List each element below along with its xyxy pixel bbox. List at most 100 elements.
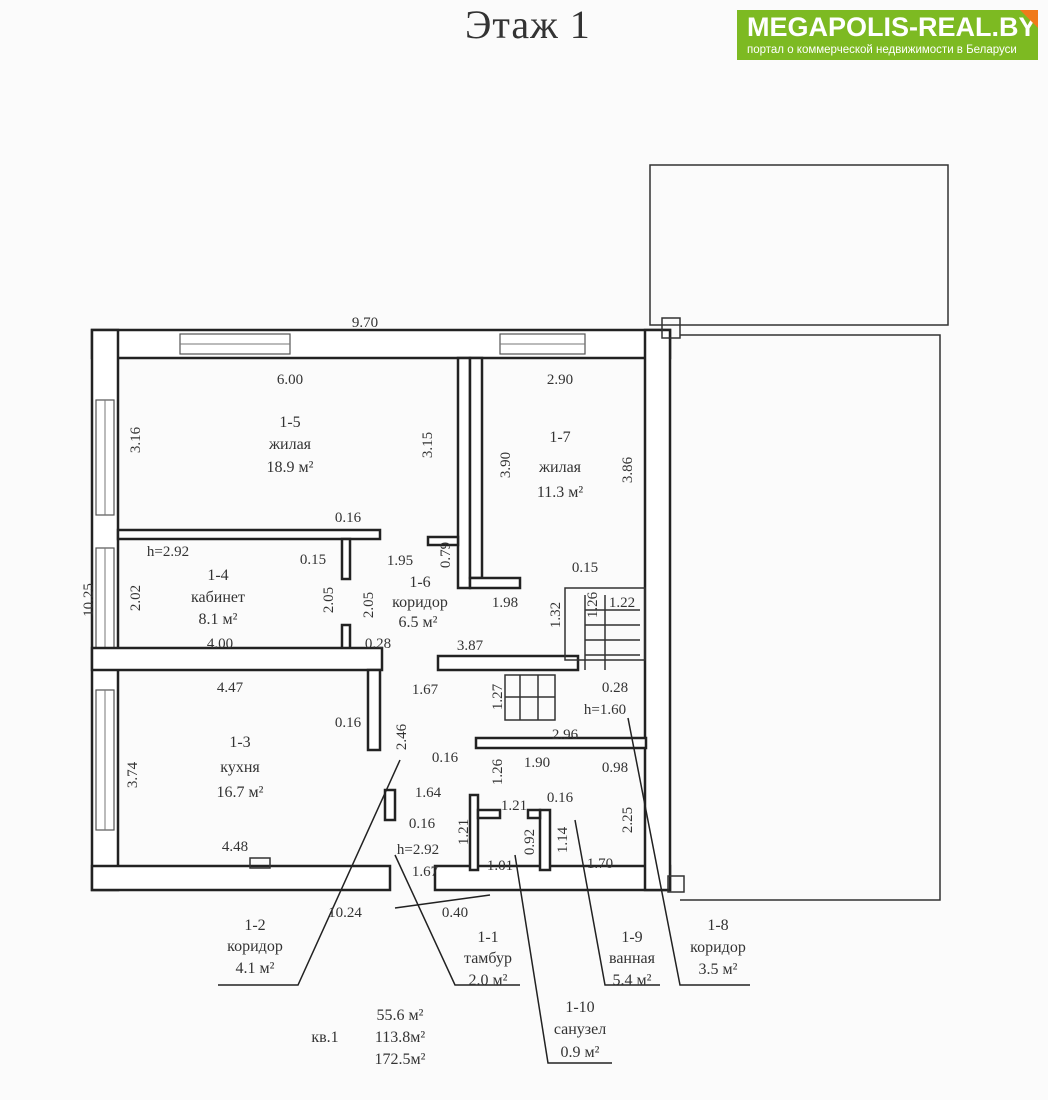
room-name: жилая <box>538 459 582 476</box>
unit-area: 55.6 м² <box>377 1007 424 1024</box>
dim-label: 3.16 <box>128 426 144 453</box>
dim-label: 0.15 <box>300 552 326 568</box>
annex-upper <box>649 164 949 326</box>
room-1-2: 1-2 коридор 4.1 м² <box>227 917 283 977</box>
room-area: 2.0 м² <box>469 972 508 989</box>
logo-brand: MEGAPOLIS-REAL.BY <box>747 12 1037 42</box>
dim-label: 9.70 <box>352 315 378 331</box>
dim-label: 1.67 <box>412 682 439 698</box>
room-id: 1-3 <box>229 734 250 751</box>
room-name: санузел <box>554 1021 606 1038</box>
room-id: 1-6 <box>409 574 430 591</box>
room-id: 1-2 <box>244 917 265 934</box>
dim-label: 1.70 <box>587 856 613 872</box>
room-area: 0.9 м² <box>561 1044 600 1061</box>
dim-label: 1.26 <box>490 758 506 785</box>
dim-label: 0.16 <box>335 510 362 526</box>
room-1-4: 1-4 кабинет 8.1 м² <box>191 567 245 628</box>
dim-label: 0.40 <box>442 905 468 921</box>
room-id: 1-4 <box>207 567 228 584</box>
megapolis-logo[interactable]: MEGAPOLIS-REAL.BY портал о коммерческой … <box>737 10 1038 60</box>
dim-label: 0.28 <box>365 636 391 652</box>
dim-label: 1.27 <box>490 683 506 710</box>
dim-label: h=1.60 <box>584 702 626 718</box>
room-id: 1-7 <box>549 429 570 446</box>
dim-label: 0.79 <box>438 542 454 568</box>
dim-label: 2.46 <box>394 723 410 750</box>
room-area: 4.1 м² <box>236 960 275 977</box>
unit-area: 172.5м² <box>375 1051 426 1068</box>
unit-label: кв.1 <box>311 1029 338 1046</box>
dim-label: 4.47 <box>217 680 244 696</box>
room-id: 1-8 <box>707 917 728 934</box>
dim-label: 2.05 <box>361 592 377 618</box>
room-name: коридор <box>392 594 448 611</box>
dim-label: 1.95 <box>387 553 413 569</box>
dim-label: 2.25 <box>620 807 636 833</box>
room-area: 6.5 м² <box>399 614 438 631</box>
room-name: тамбур <box>464 950 512 967</box>
room-name: кабинет <box>191 589 245 606</box>
logo-tagline: портал о коммерческой недвижимости в Бел… <box>747 44 1017 56</box>
floor-title: Этаж 1 <box>465 2 591 47</box>
room-area: 3.5 м² <box>699 961 738 978</box>
dim-label: 1.26 <box>585 591 601 618</box>
outer-walls <box>90 317 685 893</box>
room-id: 1-9 <box>621 929 642 946</box>
room-name: жилая <box>268 436 312 453</box>
dim-label: 0.16 <box>409 816 436 832</box>
dim-label: 1.14 <box>555 826 571 853</box>
room-name: ванная <box>609 950 656 967</box>
dim-label: 0.16 <box>547 790 574 806</box>
dim-label: 3.86 <box>620 456 636 483</box>
dim-label: 0.92 <box>522 829 538 855</box>
dim-label: 1.32 <box>548 602 564 628</box>
room-area: 8.1 м² <box>199 611 238 628</box>
dim-label: 2.96 <box>552 727 579 743</box>
room-area: 18.9 м² <box>267 459 314 476</box>
dim-label: h=2.92 <box>397 842 439 858</box>
room-1-3: 1-3 кухня 16.7 м² <box>217 734 264 801</box>
room-1-8: 1-8 коридор 3.5 м² <box>690 917 746 978</box>
dim-label: 4.00 <box>207 636 233 652</box>
dim-label: 1.01 <box>487 858 513 874</box>
room-name: коридор <box>690 939 746 956</box>
dim-label: 2.02 <box>128 585 144 611</box>
room-id: 1-1 <box>477 929 498 946</box>
dim-label: 3.87 <box>457 638 484 654</box>
dim-label: 0.98 <box>602 760 628 776</box>
room-area: 5.4 м² <box>613 972 652 989</box>
dim-label: 3.90 <box>498 452 514 478</box>
dim-label: 0.16 <box>335 715 362 731</box>
room-id: 1-5 <box>279 414 300 431</box>
dim-label: 1.67 <box>412 864 439 880</box>
room-1-5: 1-5 жилая 18.9 м² <box>267 414 314 476</box>
dim-label: 0.15 <box>572 560 598 576</box>
unit-area: 113.8м² <box>375 1029 426 1046</box>
dim-label: 0.16 <box>432 750 459 766</box>
room-name: коридор <box>227 938 283 955</box>
dim-label: 3.15 <box>420 432 436 458</box>
dim-label: 0.28 <box>602 680 628 696</box>
logo-corner-icon <box>1020 10 1038 28</box>
room-name: кухня <box>220 759 260 776</box>
room-area: 11.3 м² <box>537 484 584 501</box>
dim-label: 2.90 <box>547 372 573 388</box>
dim-label: 10.25 <box>81 583 97 617</box>
dim-label: h=2.92 <box>147 544 189 560</box>
inner-walls <box>90 356 648 872</box>
unit-totals: кв.1 55.6 м² 113.8м² 172.5м² <box>311 1007 425 1068</box>
dim-label: 2.05 <box>321 587 337 613</box>
annex-lower <box>680 334 941 901</box>
dim-label: 1.22 <box>609 595 635 611</box>
dim-label: 1.98 <box>492 595 518 611</box>
dim-label: 4.48 <box>222 839 248 855</box>
leader-lines <box>218 717 750 1064</box>
room-1-6: 1-6 коридор 6.5 м² <box>392 574 448 631</box>
dim-label: 1.90 <box>524 755 550 771</box>
room-1-7: 1-7 жилая 11.3 м² <box>537 429 584 501</box>
dim-label: 1.64 <box>415 785 442 801</box>
room-area: 16.7 м² <box>217 784 264 801</box>
dim-label: 1.21 <box>501 798 527 814</box>
